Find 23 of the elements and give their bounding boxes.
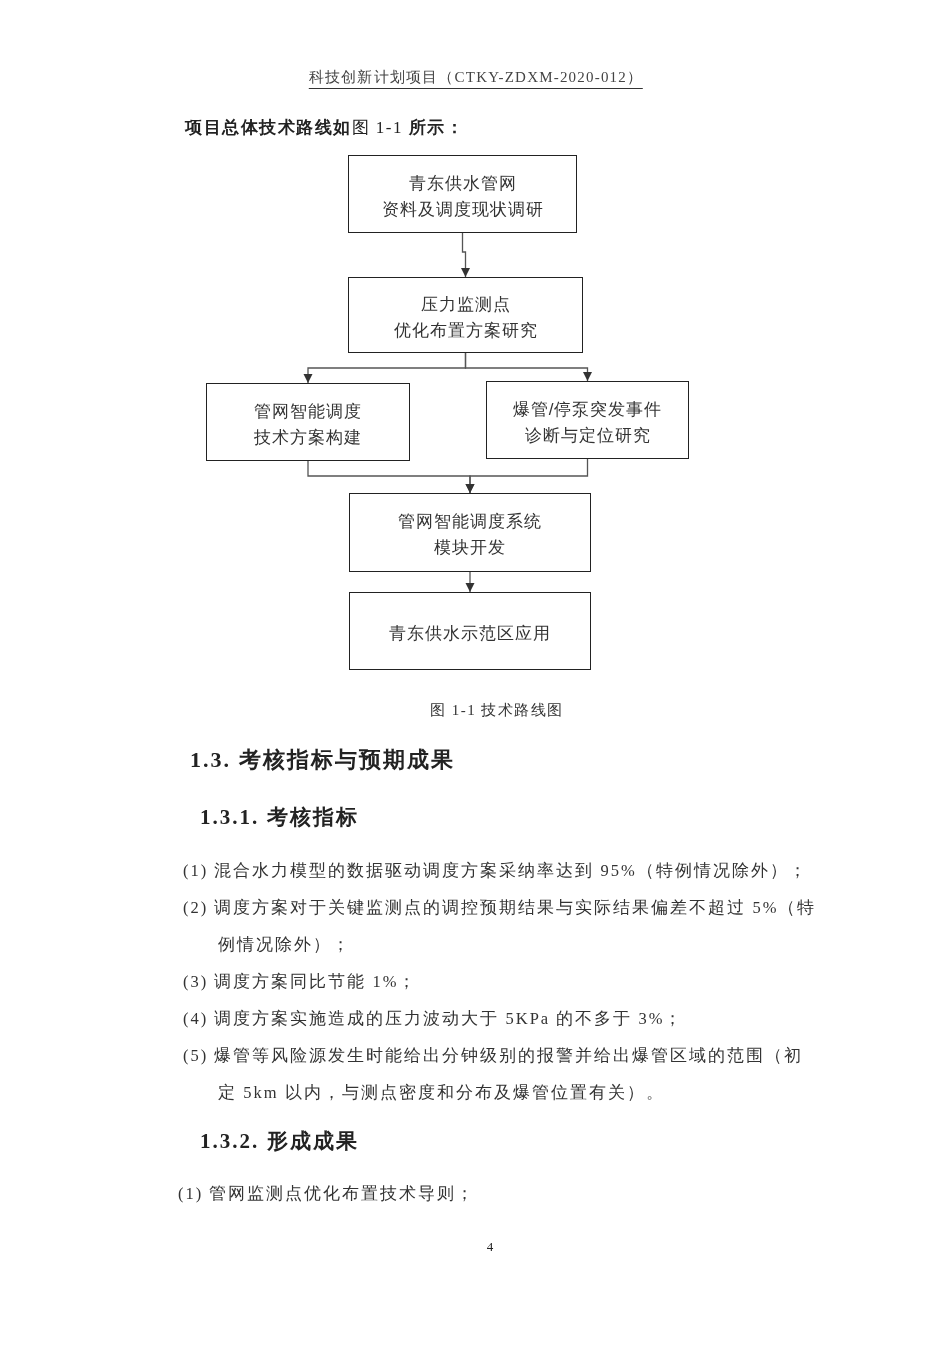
- list-item: (5) 爆管等风险源发生时能给出分钟级别的报警并给出爆管区域的范围（初定 5km 以内，与测点密度和分布及爆管位置有关）。: [183, 1045, 804, 1104]
- process-box: 爆管/停泵突发事件诊断与定位研究: [486, 381, 689, 459]
- arrow: [465, 571, 475, 593]
- process-box: 青东供水示范区应用: [349, 592, 591, 670]
- list-item: (4) 调度方案实施造成的压力波动大于 5KPa 的不多于 3%；: [183, 1008, 684, 1030]
- process-box: 管网智能调度系统模块开发: [349, 493, 591, 572]
- figure-caption: 图 1-1 技术路线图: [430, 701, 564, 720]
- section-heading: 1.3. 考核指标与预期成果: [190, 746, 455, 774]
- subsection-heading: 1.3.2. 形成成果: [200, 1128, 359, 1154]
- process-box: 管网智能调度技术方案构建: [206, 383, 410, 461]
- list-item: (2) 调度方案对于关键监测点的调控预期结果与实际结果偏差不超过 5%（特例情况除外）；: [183, 897, 817, 956]
- page-number: 4: [486, 1239, 494, 1255]
- intro-text: 项目总体技术路线如图 1-1 所示：: [185, 117, 465, 138]
- arrow: [465, 458, 589, 494]
- arrow: [464, 352, 592, 382]
- list-item: (1) 管网监测点优化布置技术导则；: [178, 1183, 476, 1205]
- arrow: [461, 232, 470, 278]
- process-box: 压力监测点优化布置方案研究: [348, 277, 583, 353]
- subsection-heading: 1.3.1. 考核指标: [200, 804, 359, 830]
- page-header: 科技创新计划项目（CTKY-ZDXM-2020-012）: [308, 68, 644, 89]
- list-item: (1) 混合水力模型的数据驱动调度方案采纳率达到 95%（特例情况除外）；: [183, 860, 808, 882]
- process-box: 青东供水管网资料及调度现状调研: [348, 155, 577, 233]
- list-item: (3) 调度方案同比节能 1%；: [183, 971, 418, 993]
